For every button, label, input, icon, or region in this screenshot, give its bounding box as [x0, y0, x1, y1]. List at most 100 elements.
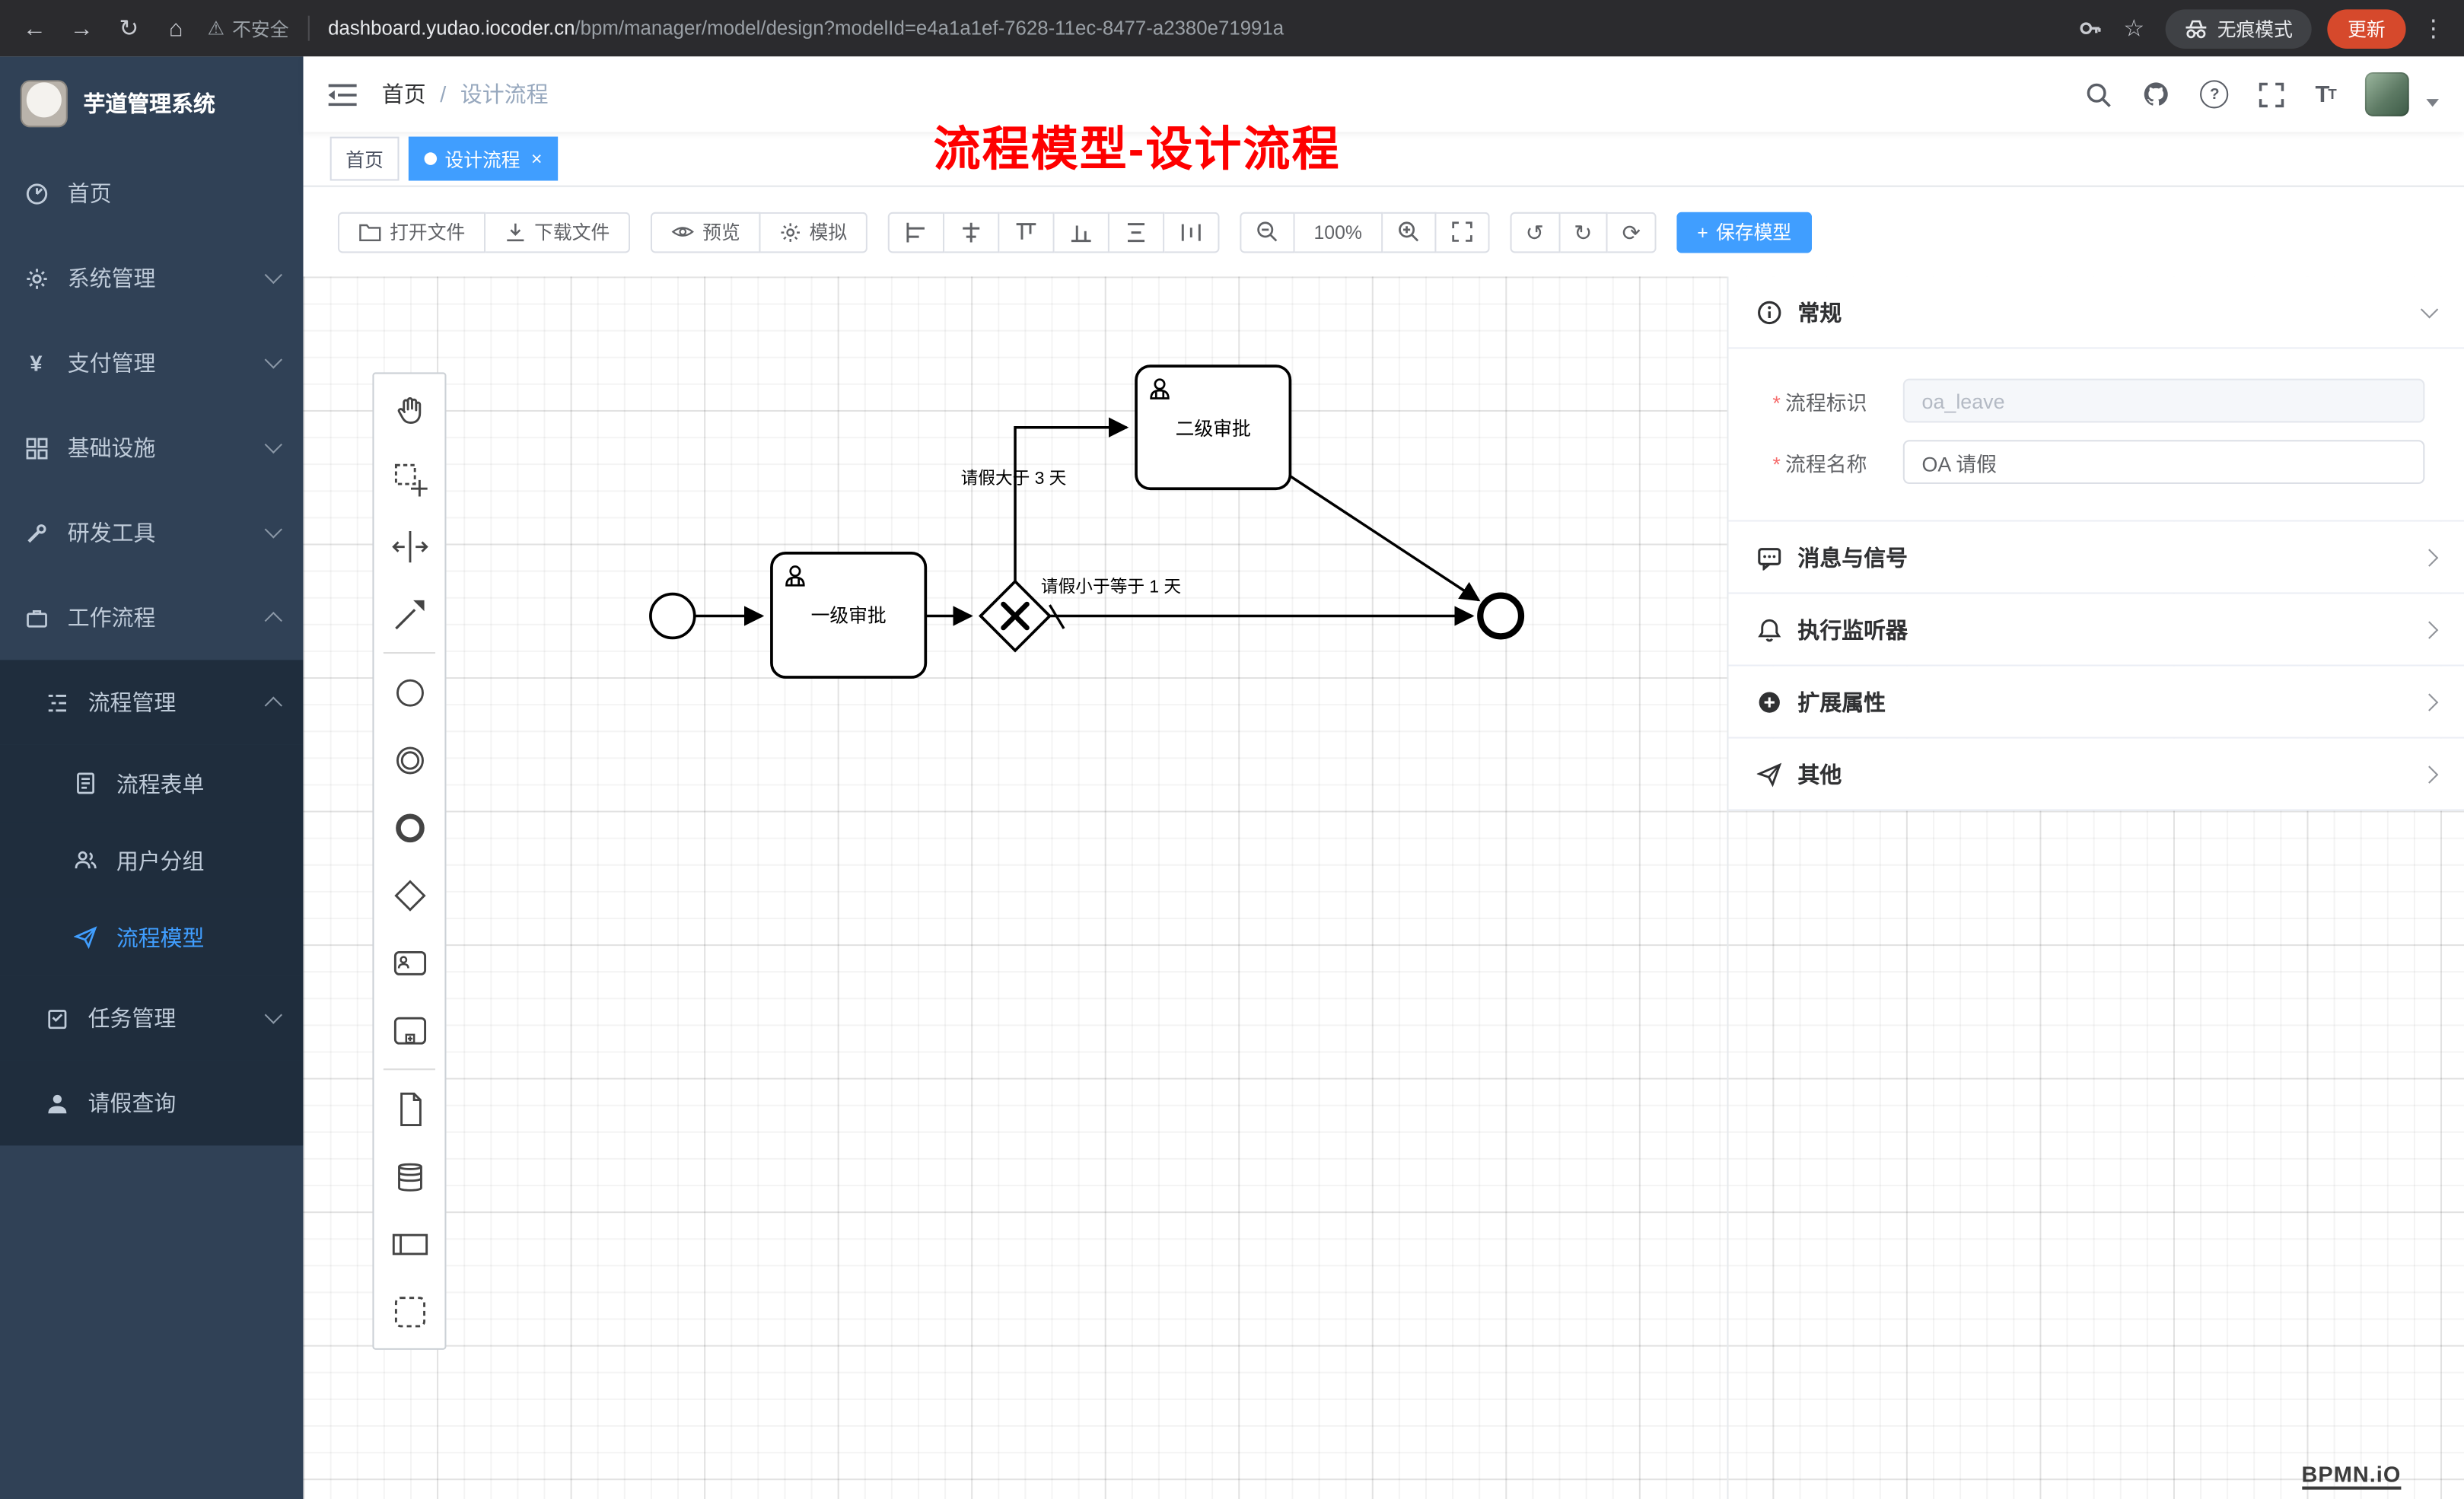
align-left-button[interactable]: [887, 211, 945, 253]
active-dot: [424, 152, 438, 165]
intermediate-event-icon[interactable]: [376, 726, 444, 794]
space-tool-icon[interactable]: [376, 512, 444, 580]
section-message-header[interactable]: 消息与信号: [1728, 521, 2464, 594]
start-event[interactable]: [649, 592, 696, 640]
help-icon[interactable]: ?: [2200, 80, 2229, 109]
sidebar-item-workflow[interactable]: 工作流程: [0, 575, 304, 660]
distribute-vertical-button[interactable]: [1109, 211, 1165, 253]
properties-panel: 常规 *流程标识 *流程名称: [1727, 276, 2464, 1499]
bpmn-canvas[interactable]: 一级审批 二级审批 请假: [303, 276, 2464, 1499]
subprocess-icon[interactable]: [376, 996, 444, 1064]
update-button[interactable]: 更新: [2327, 8, 2406, 48]
zoom-in-button[interactable]: [1382, 211, 1436, 253]
avatar[interactable]: [2364, 72, 2409, 116]
section-general-body: *流程标识 *流程名称: [1728, 348, 2464, 522]
sidebar-item-label: 支付管理: [67, 350, 156, 376]
sidebar-item-process-mgmt[interactable]: 流程管理: [0, 660, 304, 745]
bpmn-io-logo[interactable]: BPMN.iO: [2301, 1461, 2402, 1490]
plus-circle-icon: [1759, 691, 1780, 712]
search-icon[interactable]: [2086, 81, 2112, 107]
end-event-icon[interactable]: [376, 794, 444, 861]
close-tag-icon[interactable]: ×: [531, 148, 543, 170]
align-bottom-button[interactable]: [1054, 211, 1110, 253]
task-first-approval[interactable]: 一级审批: [770, 552, 928, 679]
sidebar-item-leave-query[interactable]: 请假查询: [0, 1060, 304, 1146]
zoom-out-button[interactable]: [1240, 211, 1295, 253]
section-general-header[interactable]: 常规: [1728, 276, 2464, 349]
sidebar-item-payment[interactable]: ¥ 支付管理: [0, 320, 304, 406]
data-store-icon[interactable]: [376, 1142, 444, 1210]
distribute-horizontal-button[interactable]: [1164, 211, 1220, 253]
zoom-level[interactable]: 100%: [1294, 211, 1383, 253]
gateway-icon[interactable]: [376, 861, 444, 929]
password-key-icon[interactable]: [2077, 16, 2103, 41]
undo-button[interactable]: ↺: [1510, 211, 1560, 253]
sidebar-item-process-model[interactable]: 流程模型: [0, 899, 304, 976]
section-other-header[interactable]: 其他: [1728, 738, 2464, 811]
browser-menu-icon[interactable]: ⋮: [2421, 15, 2446, 43]
bookmark-star-icon[interactable]: ☆: [2123, 15, 2145, 43]
hand-tool-icon[interactable]: [376, 377, 444, 445]
reset-zoom-button[interactable]: [1435, 211, 1490, 253]
flow-label-gt3[interactable]: 请假大于 3 天: [961, 468, 1067, 488]
sidebar-item-system[interactable]: 系统管理: [0, 236, 304, 321]
end-event[interactable]: [1477, 592, 1525, 640]
sidebar-item-devtools[interactable]: 研发工具: [0, 490, 304, 575]
back-icon[interactable]: ←: [22, 14, 46, 42]
incognito-label: 无痕模式: [2217, 18, 2293, 40]
align-top-button[interactable]: [999, 211, 1055, 253]
download-file-button[interactable]: 下载文件: [485, 211, 631, 253]
sidebar-item-process-form[interactable]: 流程表单: [0, 744, 304, 823]
start-event-icon[interactable]: [376, 658, 444, 726]
section-general: 常规 *流程标识 *流程名称: [1728, 276, 2464, 522]
flow-label-le1[interactable]: 请假小于等于 1 天: [1041, 577, 1181, 597]
home-icon[interactable]: ⌂: [168, 14, 183, 42]
align-center-button[interactable]: [944, 211, 1000, 253]
sidebar-item-user-group[interactable]: 用户分组: [0, 822, 304, 899]
avatar-caret-icon[interactable]: [2426, 98, 2439, 107]
simulate-button[interactable]: 模拟: [760, 211, 868, 253]
group-icon[interactable]: [376, 1278, 444, 1345]
user-task-icon[interactable]: [376, 928, 444, 996]
tag-home[interactable]: 首页: [329, 136, 400, 181]
redo-button[interactable]: ↻: [1559, 211, 1609, 253]
preview-button[interactable]: 预览: [650, 211, 761, 253]
github-icon[interactable]: [2142, 80, 2170, 108]
flow-task2-to-end[interactable]: [1289, 475, 1481, 602]
flow-gateway-to-task2[interactable]: [1014, 417, 1129, 582]
process-name-input[interactable]: [1902, 440, 2425, 485]
address-bar[interactable]: dashboard.yudao.iocoder.cn/bpm/manager/m…: [328, 18, 2061, 40]
data-object-icon[interactable]: [376, 1074, 444, 1142]
sidebar-item-home[interactable]: 首页: [0, 151, 304, 236]
exclusive-gateway[interactable]: [978, 579, 1052, 653]
participant-icon[interactable]: [376, 1210, 444, 1278]
send-icon: [72, 925, 97, 950]
process-key-input[interactable]: [1902, 378, 2425, 423]
breadcrumb-home[interactable]: 首页: [381, 81, 426, 107]
open-file-button[interactable]: 打开文件: [337, 211, 486, 253]
forward-icon[interactable]: →: [69, 14, 94, 42]
app-logo-row[interactable]: 芋道管理系统: [0, 56, 304, 151]
bpmn-diagram[interactable]: 一级审批 二级审批 请假: [304, 276, 2464, 1499]
section-listener-header[interactable]: 执行监听器: [1728, 594, 2464, 667]
site-security[interactable]: ⚠ 不安全: [208, 15, 289, 42]
fullscreen-icon[interactable]: [2259, 81, 2285, 107]
restart-button[interactable]: ⟳: [1608, 211, 1657, 253]
save-model-button[interactable]: +保存模型: [1676, 211, 1813, 253]
global-connect-icon[interactable]: [376, 580, 444, 648]
chevron-down-icon: [2420, 301, 2439, 319]
task-second-approval[interactable]: 二级审批: [1135, 364, 1292, 491]
tasks-icon: [44, 1006, 69, 1031]
section-execution-listener: 执行监听器: [1728, 594, 2464, 667]
security-label: 不安全: [232, 18, 289, 40]
section-extension-header[interactable]: 扩展属性: [1728, 666, 2464, 739]
sidebar-item-task-mgmt[interactable]: 任务管理: [0, 975, 304, 1061]
tag-design-process[interactable]: 设计流程 ×: [408, 136, 559, 181]
sidebar-item-infra[interactable]: 基础设施: [0, 406, 304, 491]
lasso-tool-icon[interactable]: [376, 444, 444, 512]
reload-icon[interactable]: ↻: [119, 15, 139, 43]
sidebar-item-label: 首页: [67, 180, 112, 206]
sidebar-toggle-icon[interactable]: [328, 82, 357, 106]
